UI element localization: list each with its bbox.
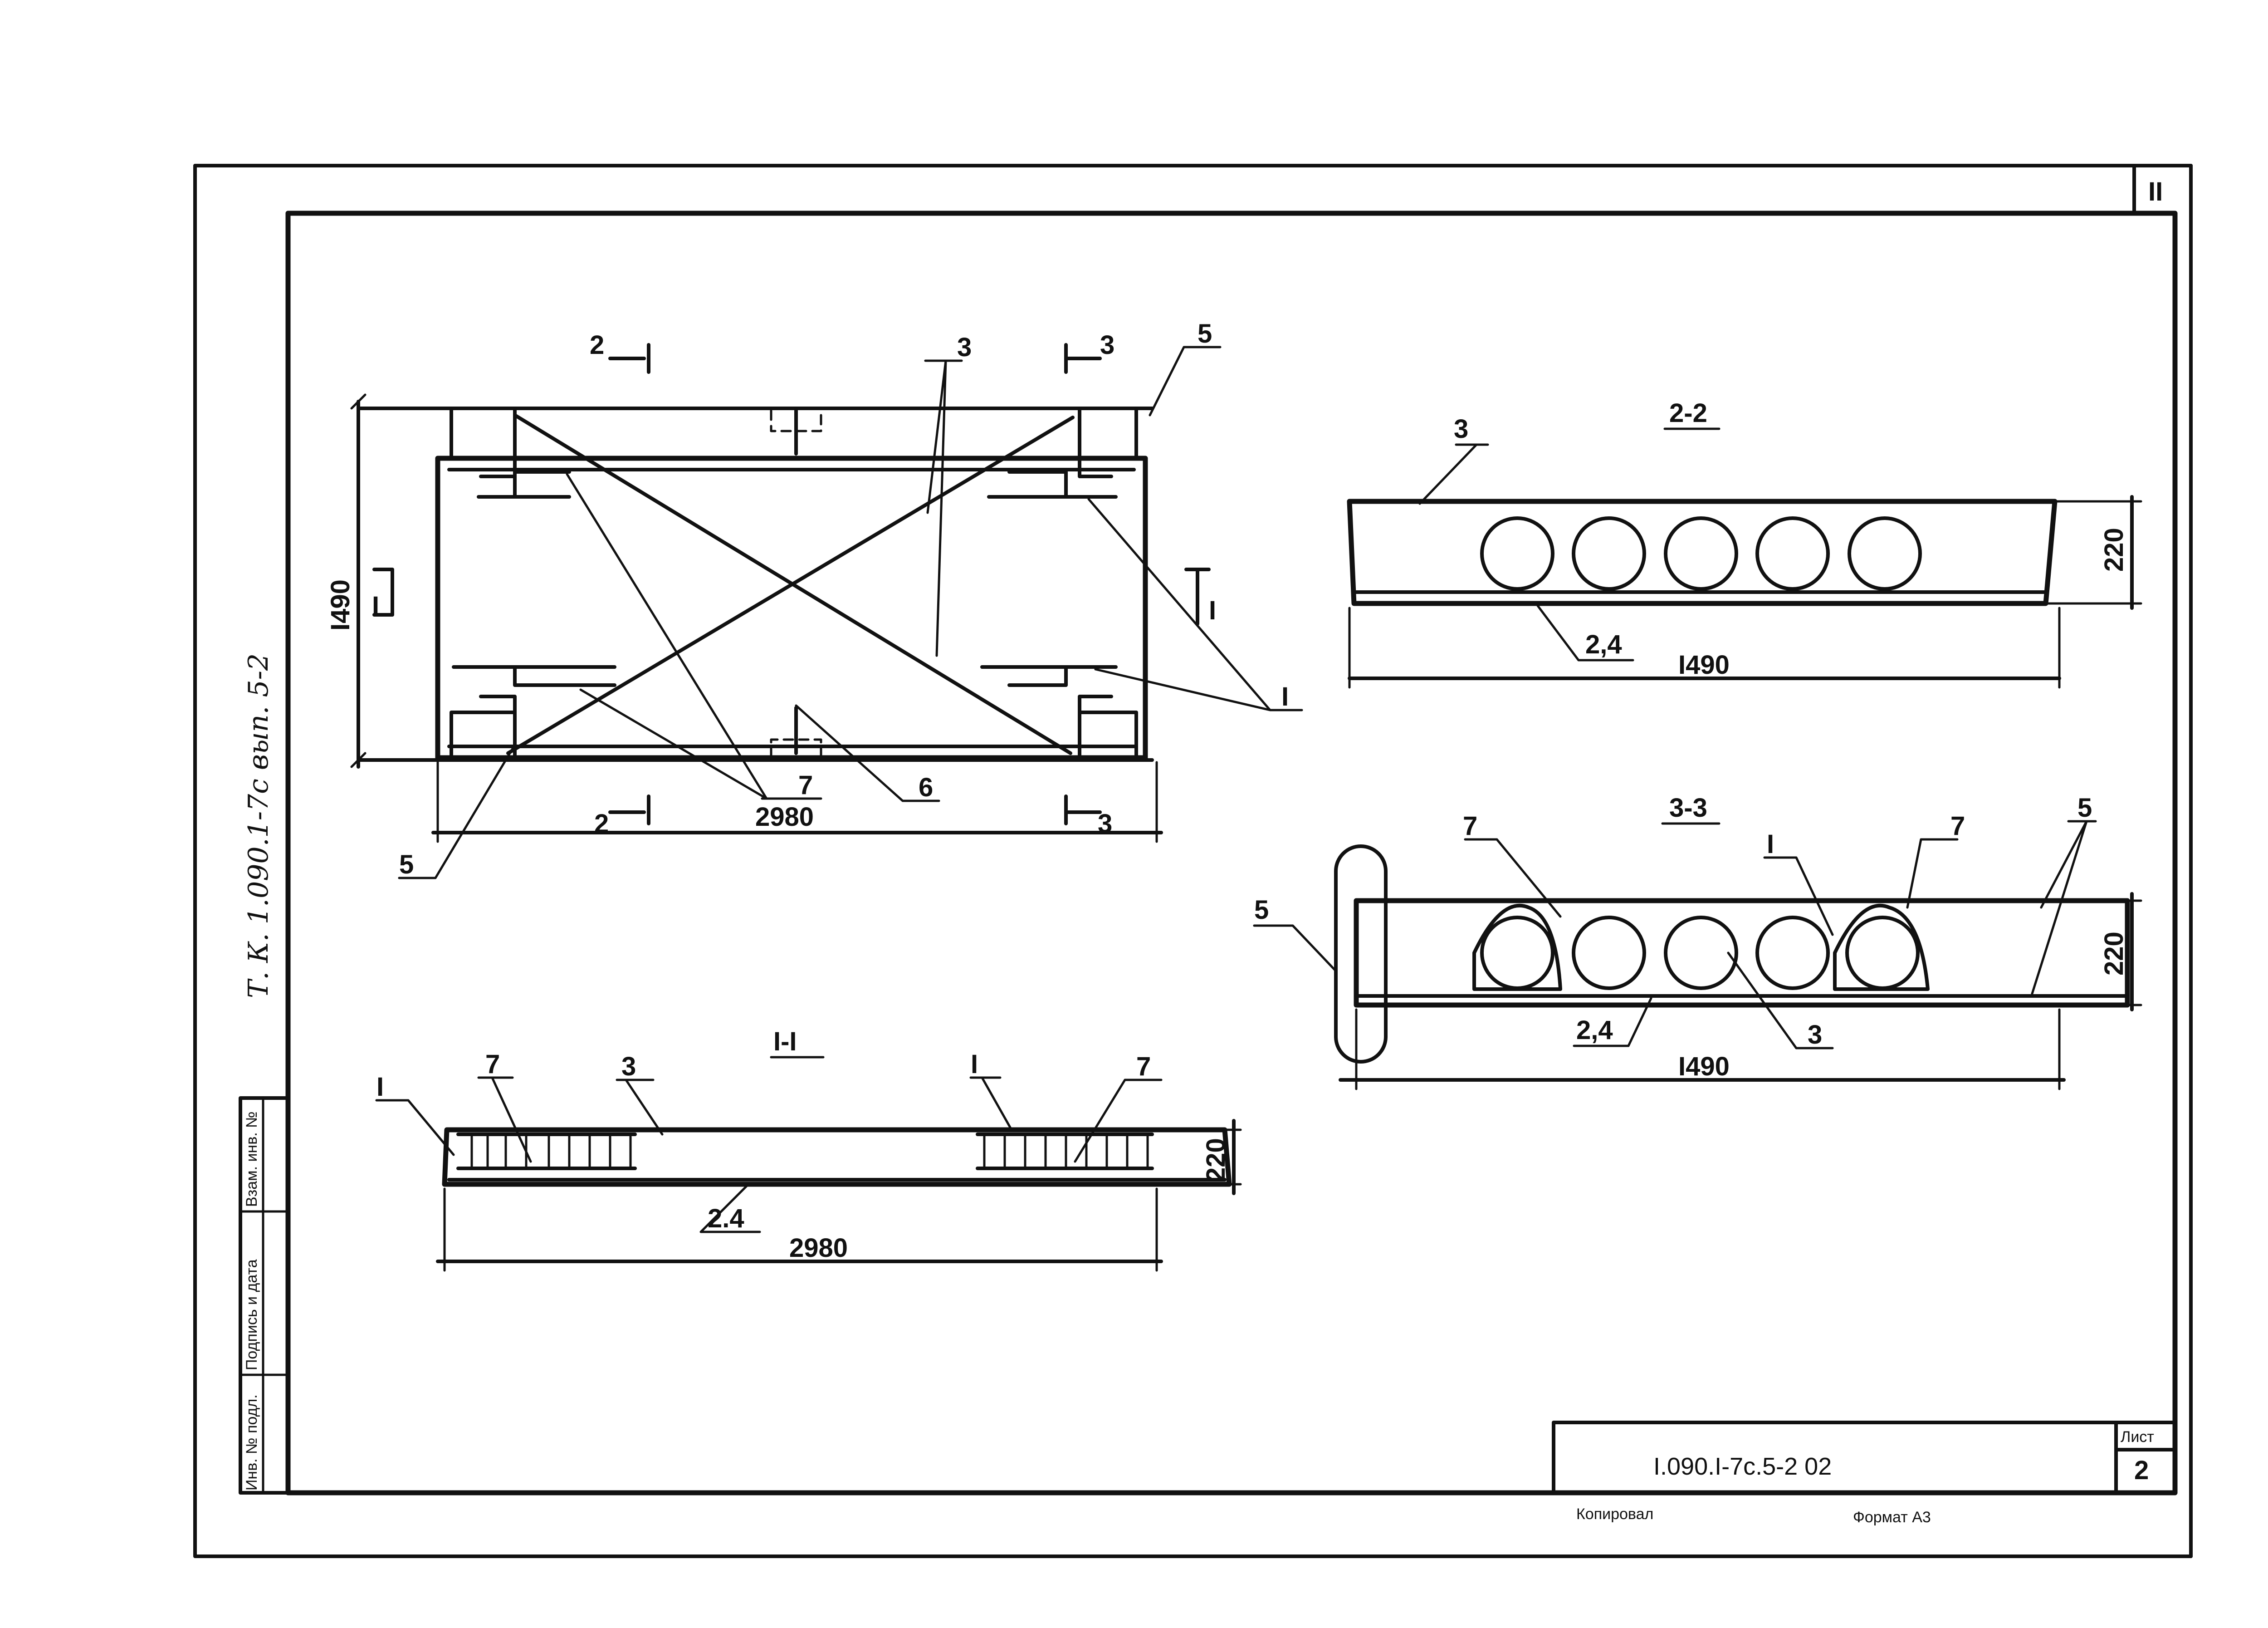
- plan-callout-3: 3: [957, 333, 972, 362]
- section-1-1-callout-3: 3: [621, 1052, 636, 1081]
- paper-format-label: Формат А3: [1853, 1509, 1931, 1526]
- section-3-3-callout-5-right: 5: [2077, 793, 2092, 823]
- section-1-1-title: I-I: [773, 1027, 797, 1056]
- copied-by-label: Копировал: [1576, 1505, 1653, 1523]
- stamp-label-inv: Инв. № подл.: [243, 1394, 260, 1491]
- section-3-3-end-highlight: [1334, 844, 1388, 1064]
- plan-width-dimension: I490: [326, 579, 355, 631]
- plan-length-dimension: 2980: [755, 802, 814, 832]
- side-title: Т. К. 1.090.1-7с вып. 5-2: [243, 653, 274, 998]
- section-1-1-callout-2-4: 2.4: [708, 1204, 744, 1233]
- plan-cut-mark-1-right: I: [1209, 596, 1216, 625]
- plan-callout-1: I: [1281, 682, 1289, 711]
- plan-callout-5-bottom: 5: [399, 850, 414, 879]
- plan-cut-mark-3-bottom: 3: [1098, 809, 1112, 839]
- section-2-2: 2-2 I490 220 3 2,4: [1347, 398, 2142, 689]
- plan-cut-mark-2-top: 2: [590, 330, 604, 360]
- title-block: I.090.I-7c.5-2 02 Лист 2 Копировал Форма…: [1552, 1421, 2177, 1526]
- section-3-3-callout-2-4: 2,4: [1576, 1015, 1613, 1045]
- document-code: I.090.I-7c.5-2 02: [1653, 1453, 1832, 1480]
- section-1-1-callout-1-left: I: [376, 1072, 384, 1102]
- section-3-3-title: 3-3: [1669, 793, 1707, 823]
- section-2-2-callout-3: 3: [1454, 414, 1468, 444]
- corner-sheet-number: II: [2148, 177, 2163, 206]
- section-2-2-width-dimension: I490: [1678, 650, 1730, 680]
- section-3-3-callout-3: 3: [1808, 1020, 1822, 1049]
- stamp-label-sign: Подпись и дата: [243, 1259, 260, 1370]
- stamp-label-replace: Взам. инв. №: [243, 1111, 260, 1207]
- section-3-3-height-dimension: 220: [2099, 932, 2129, 976]
- section-2-2-height-dimension: 220: [2099, 528, 2129, 572]
- section-1-1-height-dimension: 220: [1201, 1138, 1231, 1182]
- plan-cut-mark-1-left: I: [372, 591, 379, 621]
- left-stamp-strip: Инв. № подл. Подпись и дата Взам. инв. №: [239, 1096, 290, 1495]
- sheet-label: Лист: [2121, 1428, 2154, 1446]
- section-1-1: I-I 2980 220 I 7 3 I 7 2.4: [375, 1027, 1242, 1272]
- section-3-3: 3-3 I490 220 7 7 I 5 5 3 2,4: [1253, 793, 2142, 1090]
- plan-cut-mark-2-bottom: 2: [594, 809, 609, 839]
- section-2-2-title: 2-2: [1669, 398, 1707, 428]
- section-2-2-callout-2-4: 2,4: [1585, 630, 1622, 659]
- sheet-number: 2: [2134, 1456, 2149, 1485]
- section-1-1-callout-7-left: 7: [485, 1049, 500, 1079]
- plan-view: I490 2980 2 2 3 3 I I 3 5 I 7 6 5: [326, 319, 1303, 879]
- section-3-3-callout-7-right: 7: [1950, 811, 1965, 841]
- section-3-3-width-dimension: I490: [1678, 1052, 1730, 1081]
- plan-callout-6: 6: [919, 773, 933, 802]
- plan-callout-7: 7: [798, 770, 813, 800]
- plan-cut-mark-3-top: 3: [1100, 330, 1114, 360]
- section-3-3-callout-7-left: 7: [1463, 811, 1477, 841]
- sheet-frame: II: [193, 164, 2193, 1558]
- section-1-1-callout-1-right: I: [971, 1049, 978, 1079]
- section-1-1-callout-7-right: 7: [1136, 1052, 1151, 1081]
- section-3-3-callout-5-left: 5: [1254, 895, 1269, 925]
- section-3-3-callout-1: I: [1767, 829, 1774, 859]
- plan-callout-5-top: 5: [1198, 319, 1212, 348]
- section-1-1-length-dimension: 2980: [789, 1233, 848, 1263]
